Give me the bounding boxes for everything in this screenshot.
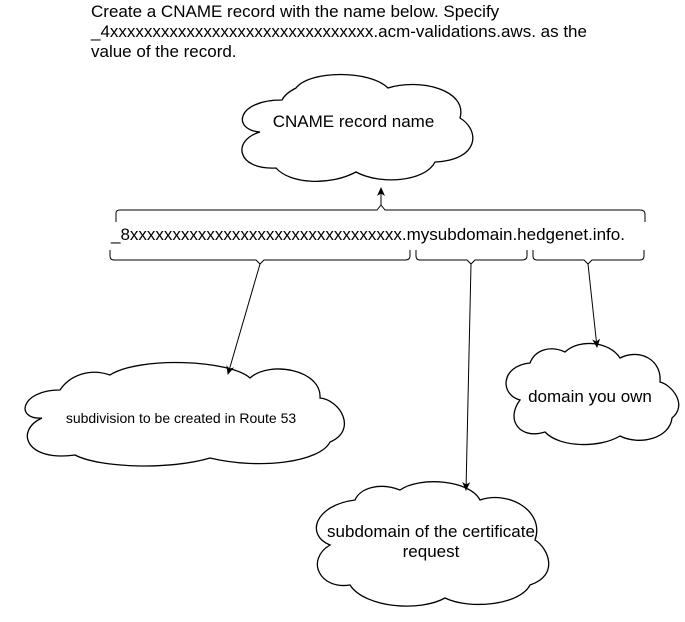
arrow-to-domain-you-own — [587, 263, 601, 348]
cname-record-name-cloud — [241, 73, 474, 182]
certificate-subdomain-label: subdomain of the certificate request — [327, 522, 535, 561]
domain-you-own-cloud — [505, 342, 680, 446]
record-name-top-bracket — [115, 204, 646, 222]
label-part-brace — [109, 250, 411, 265]
arrow-to-subdivision — [226, 263, 261, 375]
certificate-subdomain-cloud — [315, 481, 550, 607]
domain-part-brace — [532, 250, 645, 265]
instruction-text: Create a CNAME record with the name belo… — [91, 2, 587, 61]
arrow-to-certificate-subdomain — [462, 263, 472, 491]
subdivision-cloud — [24, 361, 345, 467]
domain-you-own-label: domain you own — [528, 387, 652, 406]
subdomain-part-brace — [415, 250, 528, 265]
subdivision-label: subdivision to be created in Route 53 — [65, 410, 297, 426]
cname-record-name-label: CNAME record name — [272, 112, 435, 131]
cname-record-name-text: _8xxxxxxxxxxxxxxxxxxxxxxxxxxxxxxxx.mysub… — [111, 225, 625, 244]
